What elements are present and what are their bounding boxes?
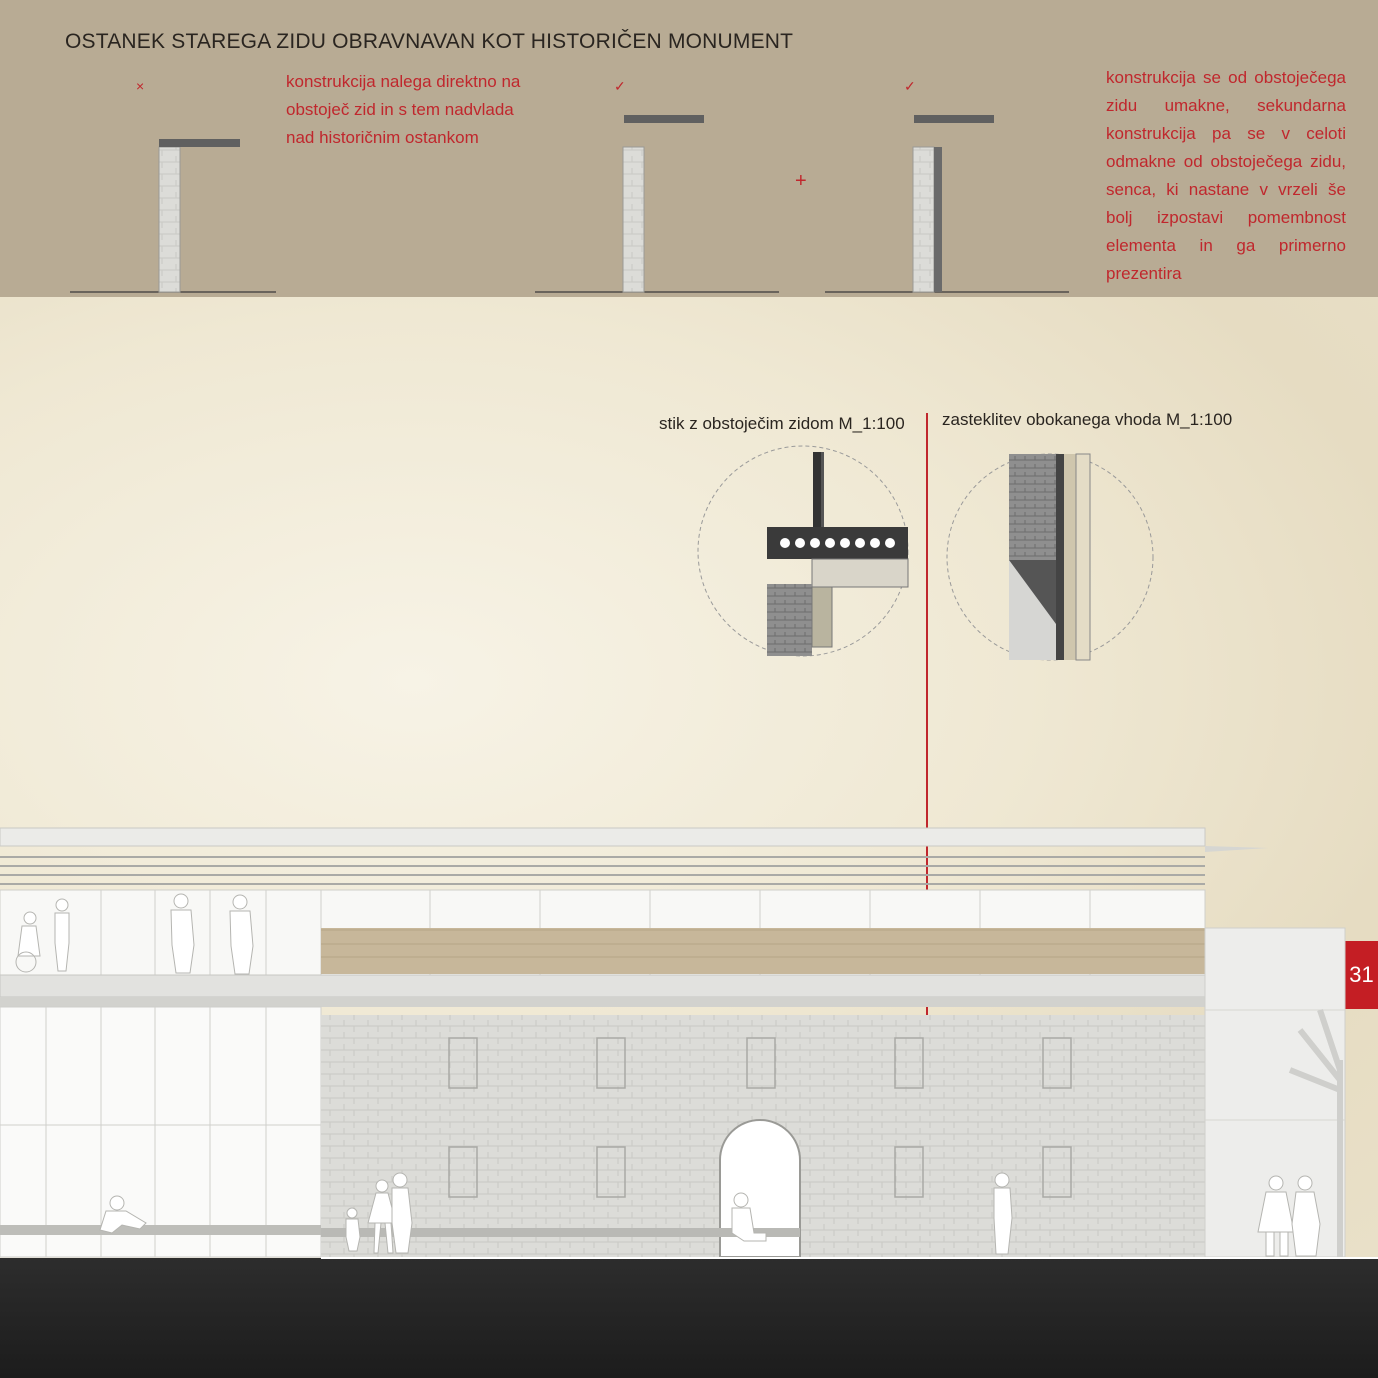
person-man — [391, 1172, 413, 1254]
person-wheelchair — [15, 898, 70, 973]
ground-section — [0, 1258, 1378, 1378]
person-sitting-arch — [731, 1192, 767, 1242]
study-3 — [825, 115, 1069, 293]
detail-label-right: zasteklitev obokanega vhoda M_1:100 — [942, 410, 1233, 429]
note-left: konstrukcija nalega direktno na obstoječ… — [286, 72, 521, 147]
option-3-mark: ✓ — [904, 78, 916, 94]
page-title: OSTANEK STAREGA ZIDU OBRAVNAVAN KOT HIST… — [65, 30, 794, 53]
person-woman — [367, 1179, 397, 1254]
option-2-mark: ✓ — [614, 78, 626, 94]
page-number: 31 — [1345, 941, 1378, 1009]
detail-circle-left — [697, 445, 909, 657]
person-walking-right — [993, 1172, 1013, 1255]
people-silhouettes — [15, 893, 1321, 1257]
header-band — [0, 0, 1378, 297]
person-standing-2 — [229, 894, 254, 975]
person-child — [345, 1207, 361, 1252]
detail-label-left: stik z obstoječim zidom M_1:100 — [659, 414, 905, 433]
person-standing-1 — [170, 893, 195, 974]
detail-circle-right — [946, 453, 1154, 661]
study-1 — [70, 139, 276, 293]
building-elevation — [0, 827, 1378, 1259]
note-right: konstrukcija se od obstoječega zidu umak… — [1106, 68, 1346, 283]
plus-symbol: + — [795, 170, 807, 192]
study-2 — [535, 115, 779, 293]
option-1-mark: × — [136, 78, 145, 94]
person-couple — [1257, 1175, 1321, 1257]
person-sitting-1 — [99, 1195, 147, 1234]
